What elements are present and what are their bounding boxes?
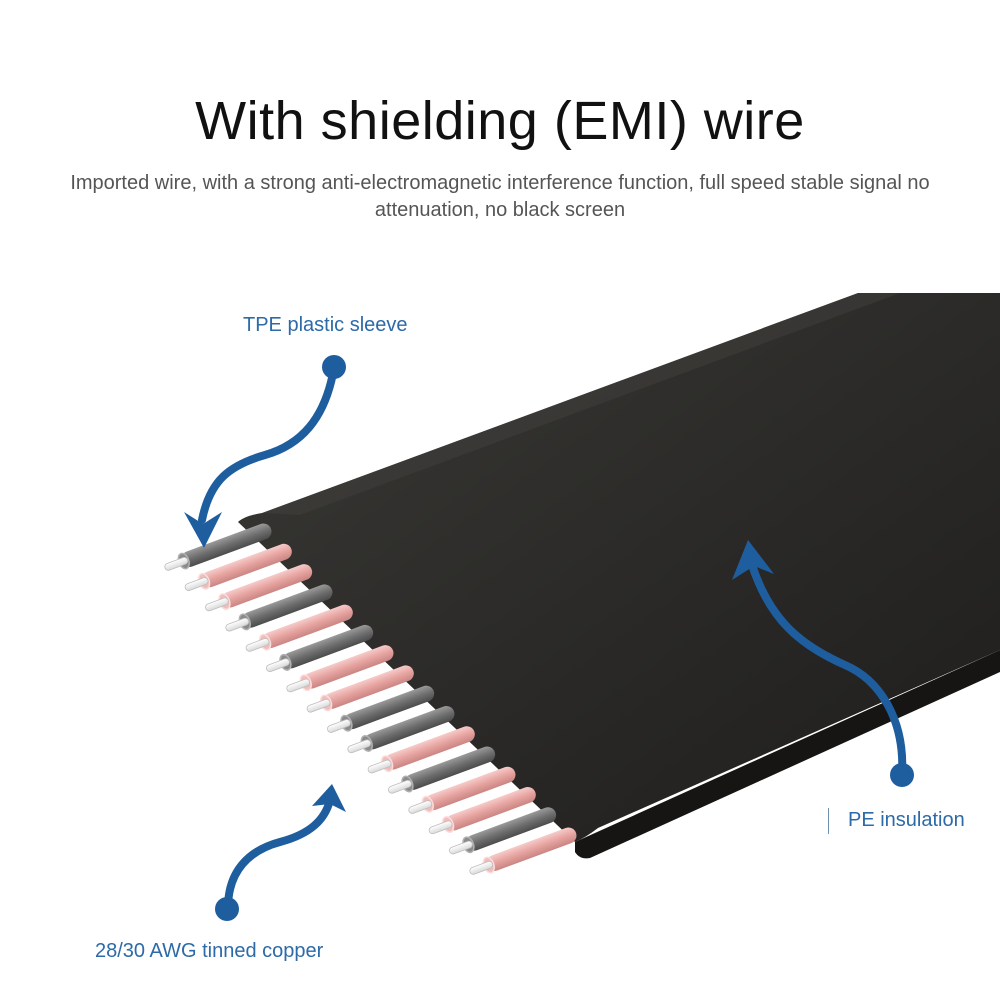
pink-insulation [323,665,414,709]
arrow-dot-tpe [322,355,346,379]
arrow-head-awg [312,784,346,812]
arrow-head-tpe [184,512,222,548]
wire-strand [184,543,292,591]
curved-arrow-icon [748,561,907,778]
copper-conductor [306,698,331,713]
gray-insulation [242,584,333,628]
label-awg-tinned-copper: 28/30 AWG tinned copper [95,940,324,962]
curved-arrow-icon [224,796,334,912]
copper-conductor [225,617,250,632]
label-tpe-plastic-sleeve: TPE plastic sleeve [243,314,408,336]
copper-conductor [469,860,494,875]
copper-conductor [164,556,189,571]
copper-conductor [408,800,433,814]
gray-insulation [405,746,496,790]
wire-strand [306,665,414,713]
page-title: With shielding (EMI) wire [195,91,805,151]
wire-strand [245,604,353,652]
gray-insulation [181,523,272,567]
curved-arrow-icon [198,364,338,524]
copper-conductor [245,638,270,652]
copper-conductor [266,658,290,673]
wire-bundle [164,523,577,875]
cable-jacket-edge [575,650,1000,859]
pink-insulation [303,645,394,689]
arrow-dot-pe [890,763,914,787]
wire-strand [367,726,475,774]
gray-insulation [344,685,435,730]
arrow-dot-awg [215,897,239,921]
copper-conductor [205,597,229,612]
wire-strand [347,705,455,754]
wire-strand [469,827,577,875]
copper-conductor [367,759,392,774]
wire-strand [408,766,516,814]
wire-strand [266,624,374,673]
wire-strand [327,685,435,733]
pink-insulation [201,543,292,588]
copper-conductor [449,840,473,855]
copper-conductor [184,577,209,591]
gray-insulation [466,807,557,851]
pink-insulation [222,564,313,608]
cable-jacket [238,293,1000,842]
copper-conductor [388,779,412,794]
page-subtitle: Imported wire, with a strong anti-electr… [70,172,930,221]
wire-strand [286,645,394,693]
copper-conductor [286,678,311,693]
wire-strand [388,746,496,794]
wire-strand [225,584,333,632]
pink-insulation [262,604,353,649]
label-divider [828,808,829,834]
gray-insulation [364,705,455,750]
gray-insulation [283,624,374,669]
copper-conductor [428,820,453,835]
cable-jacket-highlight [262,293,900,515]
label-pe-insulation: PE insulation [848,809,965,831]
pink-insulation [445,787,536,831]
pink-insulation [384,726,475,770]
wire-strand [449,807,557,855]
wire-strand [428,787,536,835]
pink-insulation [425,766,516,811]
wire-strand [164,523,272,571]
wire-strand [205,564,313,612]
copper-conductor [327,719,351,733]
arrow-head-pe [732,540,774,580]
copper-conductor [347,739,372,754]
pink-insulation [486,827,577,871]
